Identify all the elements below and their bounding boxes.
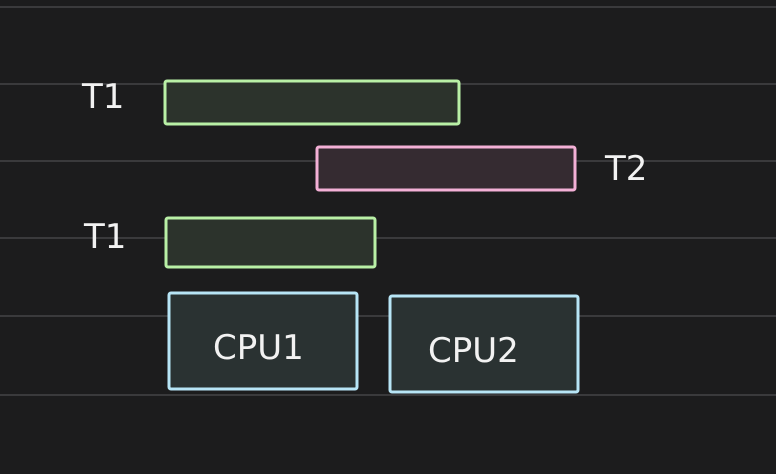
task-label-t2: T2 xyxy=(604,149,647,189)
cpu2-label: CPU2 xyxy=(428,331,519,371)
cpu1-label: CPU1 xyxy=(213,328,304,368)
t1-bar-top xyxy=(163,79,461,126)
task-label-t1-top: T1 xyxy=(81,77,124,117)
t2-bar xyxy=(315,145,577,192)
cpu2-box xyxy=(388,294,580,394)
cpu1-box xyxy=(167,291,359,391)
ruled-lines xyxy=(0,6,776,396)
t1-bar-bottom xyxy=(164,216,377,269)
task-label-t1-bottom: T1 xyxy=(83,217,126,257)
